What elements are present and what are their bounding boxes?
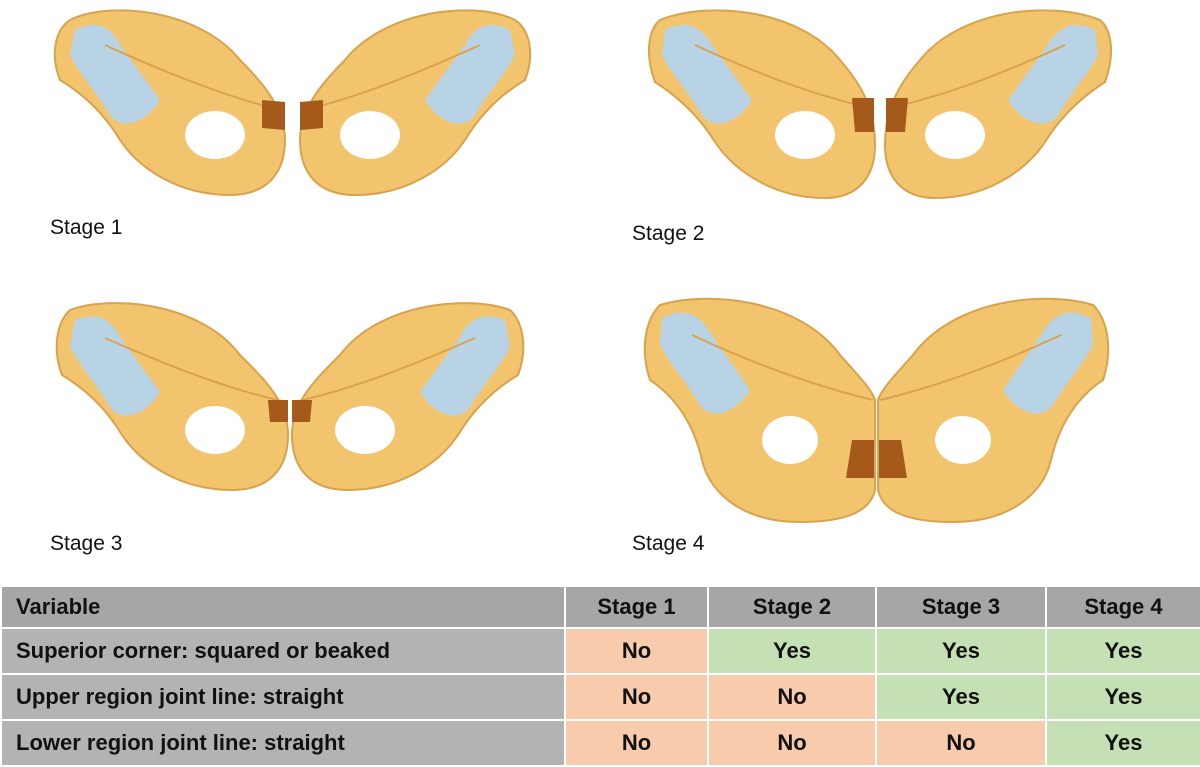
stage-criteria-table: Variable Stage 1 Stage 2 Stage 3 Stage 4… (0, 585, 1200, 767)
left-hip-bone (643, 297, 876, 524)
cell-value: Yes (1045, 719, 1200, 767)
stage-2-pelvis-illustration (648, 9, 1112, 200)
cell-value: No (564, 719, 709, 767)
row-variable: Superior corner: squared or beaked (0, 627, 566, 675)
header-stage-4: Stage 4 (1045, 585, 1200, 629)
left-hip-bone (55, 302, 290, 492)
stage-4-label: Stage 4 (632, 532, 705, 555)
right-hip-bone (877, 297, 1110, 524)
header-stage-1: Stage 1 (564, 585, 709, 629)
stage-1-label: Stage 1 (50, 216, 123, 239)
cell-value: Yes (1045, 673, 1200, 721)
row-variable: Upper region joint line: straight (0, 673, 566, 721)
row-variable: Lower region joint line: straight (0, 719, 566, 767)
header-stage-3: Stage 3 (875, 585, 1047, 629)
stage-1-panel: Stage 1 (0, 0, 600, 290)
right-hip-bone (298, 9, 532, 197)
cell-value: No (564, 673, 709, 721)
cell-value: No (564, 627, 709, 675)
stage-3-label: Stage 3 (50, 532, 123, 555)
cell-value: No (707, 719, 877, 767)
stage-4-pelvis-illustration (643, 297, 1110, 524)
table-row: Upper region joint line: straight No No … (0, 673, 1200, 721)
cell-value: Yes (875, 673, 1047, 721)
cell-value: Yes (707, 627, 877, 675)
left-hip-bone (53, 9, 287, 197)
table-header-row: Variable Stage 1 Stage 2 Stage 3 Stage 4 (0, 585, 1200, 629)
stage-2-label: Stage 2 (632, 222, 705, 245)
stage-2-panel: Stage 2 (600, 0, 1200, 290)
stage-4-panel: Stage 4 (600, 290, 1200, 580)
left-hip-bone (648, 9, 877, 200)
stage-3-pelvis-illustration (55, 302, 525, 492)
right-hip-bone (883, 9, 1112, 200)
table-row: Superior corner: squared or beaked No Ye… (0, 627, 1200, 675)
header-variable: Variable (0, 585, 566, 629)
cell-value: No (707, 673, 877, 721)
table-row: Lower region joint line: straight No No … (0, 719, 1200, 767)
stage-1-pelvis-illustration (53, 9, 532, 197)
right-hip-bone (290, 302, 525, 492)
cell-value: No (875, 719, 1047, 767)
cell-value: Yes (875, 627, 1047, 675)
stage-3-panel: Stage 3 (0, 290, 600, 580)
header-stage-2: Stage 2 (707, 585, 877, 629)
cell-value: Yes (1045, 627, 1200, 675)
